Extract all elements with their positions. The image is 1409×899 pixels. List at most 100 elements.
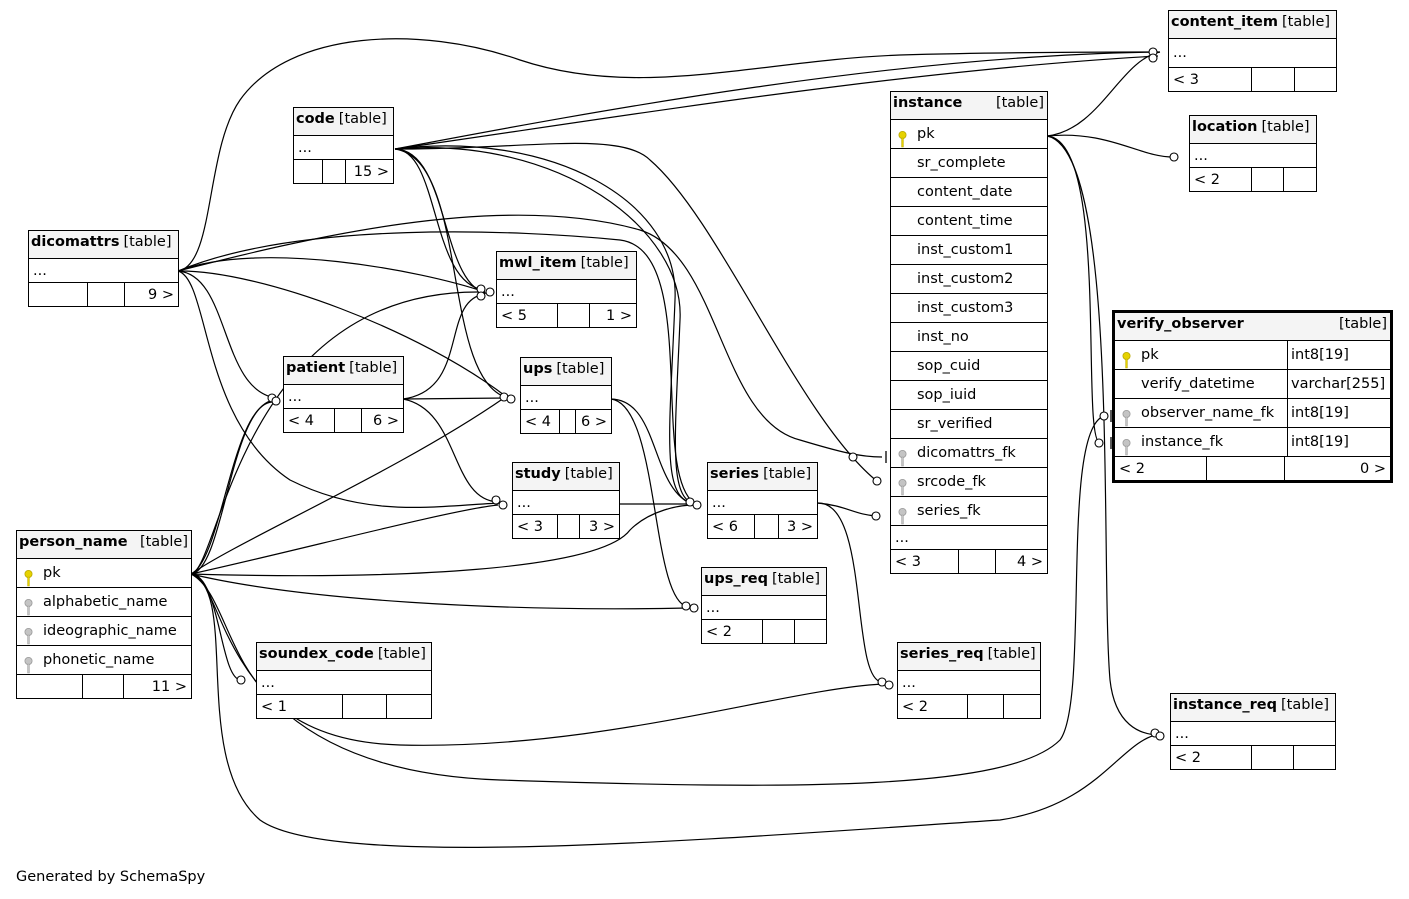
edge-dicomattrs-study (177, 270, 503, 508)
column-name: sop_iuid (917, 387, 977, 403)
table-tag: [table] (556, 361, 605, 377)
column-name: verify_datetime (1141, 376, 1255, 392)
table-name: mwl_item (499, 255, 577, 271)
parents-count: < 2 (706, 623, 732, 640)
table-tag: [table] (987, 646, 1036, 662)
table-name: study (515, 466, 561, 482)
table-dicomattrs[interactable]: dicomattrs[table] ... 9 > (28, 230, 179, 307)
columns-ellipsis: ... (517, 494, 531, 511)
optional-marker (1094, 438, 1104, 448)
column-name: pk (43, 565, 61, 581)
children-count: 15 > (345, 160, 393, 183)
children-count: 3 > (579, 515, 619, 538)
optional-marker (506, 394, 516, 404)
edge-code-ups (394, 148, 509, 399)
columns-ellipsis: ... (706, 599, 720, 616)
table-person_name[interactable]: person_name[table] pk alphabetic_name id… (16, 530, 192, 699)
parents-count: < 4 (525, 413, 551, 430)
parents-count: < 4 (288, 412, 314, 429)
column-name: sr_verified (917, 416, 993, 432)
column-name: instance_fk (1141, 434, 1224, 450)
parents-count (29, 283, 87, 306)
children-count (1293, 746, 1335, 769)
optional-marker (236, 675, 246, 685)
mid-cell (1251, 68, 1294, 91)
edge-person_name-ups_req (190, 573, 689, 610)
column-name: phonetic_name (43, 652, 155, 668)
mid-cell (762, 620, 794, 643)
table-tag: [table] (1282, 14, 1331, 30)
edge-ups-ups_req (610, 398, 689, 608)
mid-cell (1251, 168, 1283, 191)
children-count: 4 > (995, 550, 1047, 573)
parents-count (17, 675, 82, 698)
mid-cell (557, 515, 579, 538)
table-tag: [table] (1261, 119, 1310, 135)
table-code[interactable]: code[table] ... 15 > (293, 107, 394, 184)
optional-marker (884, 680, 894, 690)
table-name: instance_req (1173, 697, 1278, 713)
column-row: dicomattrs_fk (891, 439, 1047, 468)
column-row: sop_cuid (891, 352, 1047, 381)
parents-count: < 3 (1173, 71, 1199, 88)
table-instance[interactable]: instance[table] pk sr_complete content_d… (890, 91, 1048, 574)
mid-cell (87, 283, 124, 306)
table-name: content_item (1171, 14, 1278, 30)
column-row: alphabetic_name (17, 588, 191, 617)
table-instance_req[interactable]: instance_req[table] ... < 2 (1170, 693, 1336, 770)
column-type: int8[19] (1287, 399, 1390, 427)
column-type: int8[19] (1287, 428, 1390, 456)
mid-cell (559, 410, 575, 433)
optional-marker (689, 603, 699, 613)
column-name: alphabetic_name (43, 594, 168, 610)
edge-patient-ups (402, 397, 509, 400)
table-tag: [table] (580, 255, 629, 271)
edge-instance-content_item (1046, 51, 1161, 137)
column-name: observer_name_fk (1141, 405, 1275, 421)
children-count (1294, 68, 1336, 91)
table-name: ups_req (704, 571, 768, 587)
mid-cell (82, 675, 123, 698)
parents-count: < 3 (895, 553, 921, 570)
table-name: location (1192, 119, 1258, 135)
edge-instance-instance_req (1046, 135, 1161, 736)
column-name: inst_custom2 (917, 271, 1014, 287)
edge-patient-study (402, 398, 499, 503)
table-verify_observer[interactable]: verify_observer[table] pk int8[19] verif… (1112, 310, 1393, 483)
column-row: ideographic_name (17, 617, 191, 646)
mid-cell (557, 304, 589, 327)
column-row: inst_custom1 (891, 236, 1047, 265)
edge-person_name-mwl_item (190, 291, 481, 575)
column-row: observer_name_fk int8[19] (1115, 399, 1390, 428)
parents-count: < 5 (501, 307, 527, 324)
column-row: pk (891, 120, 1047, 149)
table-location[interactable]: location[table] ... < 2 (1189, 115, 1317, 192)
mid-cell (342, 695, 386, 718)
column-name: dicomattrs_fk (917, 445, 1016, 461)
table-content_item[interactable]: content_item[table] ... < 3 (1168, 10, 1337, 92)
table-name: ups (523, 361, 553, 377)
table-tag: [table] (377, 646, 426, 662)
edge-instance-verify_observer (1046, 135, 1101, 444)
columns-ellipsis: ... (501, 283, 515, 300)
parents-count: < 2 (1194, 171, 1220, 188)
optional-marker (692, 500, 702, 510)
column-row: pk (17, 559, 191, 588)
table-ups_req[interactable]: ups_req[table] ... < 2 (701, 567, 827, 644)
edge-dicomattrs-instance (177, 214, 883, 458)
edge-person_name-patient (190, 399, 277, 575)
children-count: 6 > (575, 410, 611, 433)
parents-count: < 2 (902, 698, 928, 715)
table-tag: [table] (349, 360, 398, 376)
table-soundex_code[interactable]: soundex_code[table] ... < 1 (256, 642, 432, 719)
column-row: sr_verified (891, 410, 1047, 439)
table-name: dicomattrs (31, 234, 120, 250)
children-count: 3 > (778, 515, 817, 538)
edge-code-series-2 (394, 147, 697, 505)
table-series_req[interactable]: series_req[table] ... < 2 (897, 642, 1041, 719)
